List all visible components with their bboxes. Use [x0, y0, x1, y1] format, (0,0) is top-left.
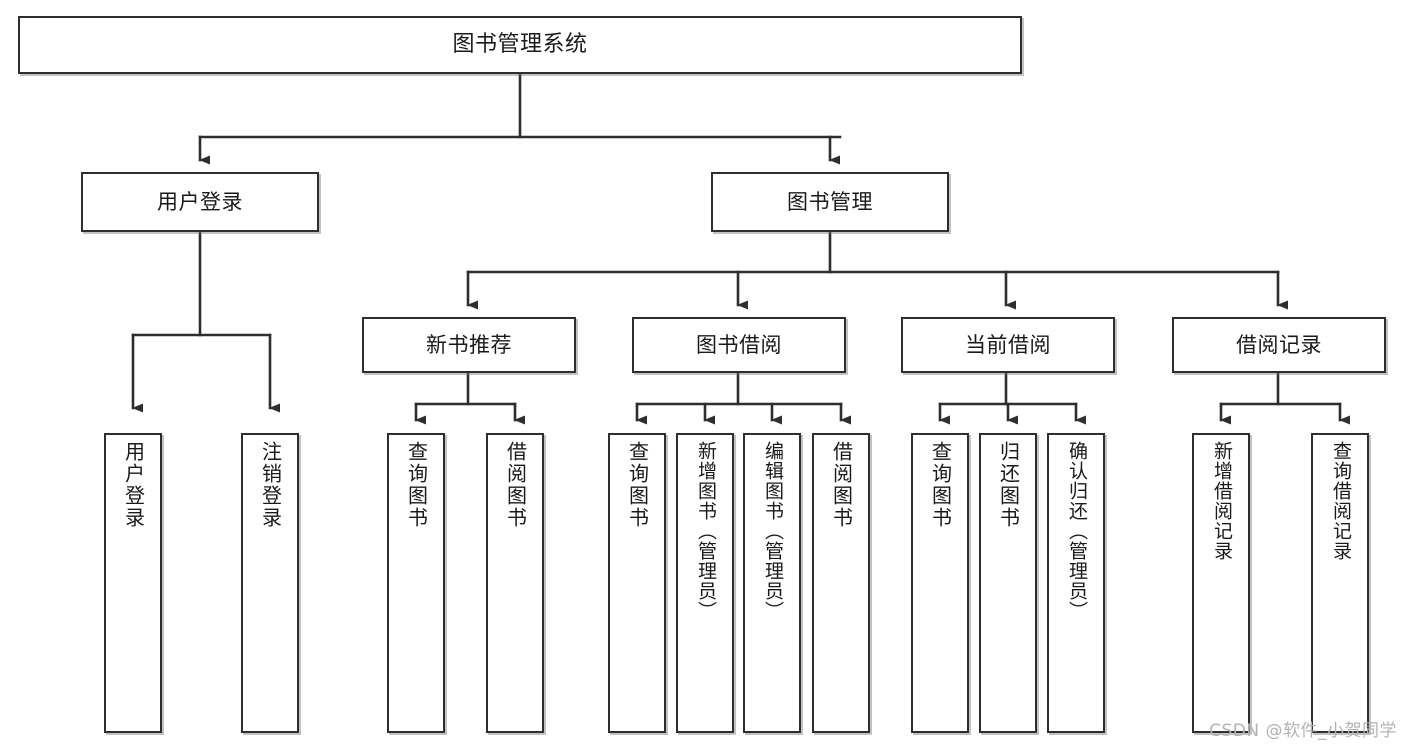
- node-leaf-cb-return-book[interactable]: 归还图书: [979, 433, 1037, 733]
- watermark: CSDN @软件_小贺同学: [1209, 721, 1397, 741]
- node-user-login[interactable]: 用户登录: [81, 172, 319, 232]
- node-leaf-nbr-query-book[interactable]: 查询图书: [387, 433, 445, 733]
- node-leaf-br-query-record-label: 查询借阅记录: [1329, 441, 1352, 561]
- node-leaf-nbr-query-book-label: 查询图书: [404, 441, 429, 529]
- node-leaf-cb-return-book-label: 归还图书: [996, 441, 1021, 529]
- node-new-book-recommend-label: 新书推荐: [426, 332, 512, 357]
- node-book-borrow[interactable]: 图书借阅: [632, 317, 846, 373]
- node-leaf-br-add-record-label: 新增借阅记录: [1210, 441, 1233, 561]
- node-leaf-cb-confirm-return[interactable]: 确认归还（管理员）: [1047, 433, 1105, 733]
- node-leaf-bb-edit-book[interactable]: 编辑图书（管理员）: [743, 433, 801, 733]
- node-leaf-bb-borrow-book[interactable]: 借阅图书: [812, 433, 870, 733]
- node-borrow-record-label: 借阅记录: [1236, 332, 1322, 357]
- node-leaf-user-login-label: 用户登录: [121, 441, 146, 529]
- node-leaf-bb-add-book-label: 新增图书（管理员）: [694, 441, 717, 621]
- node-current-borrow[interactable]: 当前借阅: [901, 317, 1115, 373]
- node-root-label: 图书管理系统: [452, 32, 588, 58]
- node-borrow-record[interactable]: 借阅记录: [1172, 317, 1386, 373]
- node-leaf-nbr-borrow-book-label: 借阅图书: [503, 441, 528, 529]
- node-leaf-user-logout-label: 注销登录: [258, 441, 283, 529]
- node-leaf-bb-edit-book-label: 编辑图书（管理员）: [761, 441, 784, 621]
- node-leaf-bb-query-book-label: 查询图书: [625, 441, 650, 529]
- node-book-borrow-label: 图书借阅: [696, 332, 782, 357]
- node-leaf-user-logout[interactable]: 注销登录: [241, 433, 299, 733]
- node-leaf-bb-add-book[interactable]: 新增图书（管理员）: [676, 433, 734, 733]
- node-book-manage[interactable]: 图书管理: [711, 172, 949, 232]
- node-leaf-bb-query-book[interactable]: 查询图书: [608, 433, 666, 733]
- node-leaf-cb-confirm-return-label: 确认归还（管理员）: [1065, 441, 1088, 621]
- node-leaf-cb-query-book-label: 查询图书: [928, 441, 953, 529]
- node-new-book-recommend[interactable]: 新书推荐: [362, 317, 576, 373]
- node-leaf-bb-borrow-book-label: 借阅图书: [829, 441, 854, 529]
- node-leaf-cb-query-book[interactable]: 查询图书: [911, 433, 969, 733]
- node-book-manage-label: 图书管理: [787, 189, 873, 214]
- node-leaf-user-login[interactable]: 用户登录: [104, 433, 162, 733]
- node-leaf-br-query-record[interactable]: 查询借阅记录: [1311, 433, 1369, 733]
- node-user-login-label: 用户登录: [157, 189, 243, 214]
- node-leaf-br-add-record[interactable]: 新增借阅记录: [1192, 433, 1250, 733]
- node-leaf-nbr-borrow-book[interactable]: 借阅图书: [486, 433, 544, 733]
- node-root[interactable]: 图书管理系统: [18, 16, 1022, 74]
- node-current-borrow-label: 当前借阅: [965, 332, 1051, 357]
